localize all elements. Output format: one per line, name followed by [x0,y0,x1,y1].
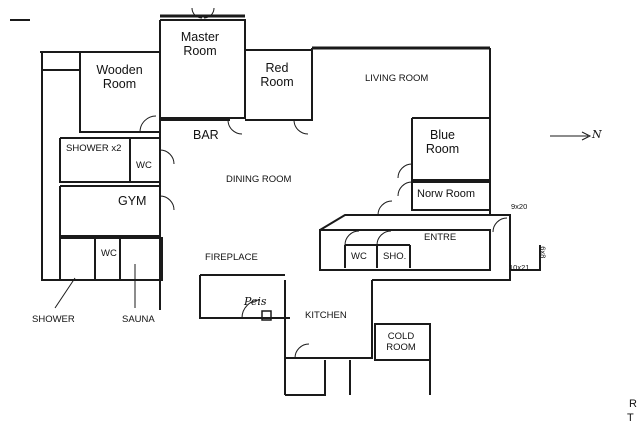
door-arc-9 [344,230,360,246]
wall-lower-block [59,237,163,281]
door-arc-8 [377,200,393,216]
wall-right-exterior [380,214,541,281]
shower-pointer [54,277,76,309]
label-entre: ENTRE [424,232,457,243]
label-cold-room: COLD ROOM [386,331,416,353]
annotation-peis: Peis [244,295,267,308]
annotation-corner-r: R [629,398,637,410]
label-sauna: SAUNA [122,314,155,325]
annotation-corner-t: T [627,412,634,424]
label-master-room: Master Room [180,30,220,59]
label-wooden-room: Wooden Room [96,63,143,92]
label-norw-room: Norw Room [417,188,476,200]
door-arc-5 [159,195,175,211]
label-red-room: Red Room [260,61,294,90]
label-gym: GYM [118,194,147,208]
door-arc-12 [294,343,310,359]
label-sho: SHO. [383,251,407,262]
wall-shower-block [59,137,160,183]
door-arc-6 [397,163,413,179]
door-arc-7 [397,181,413,197]
wall-top-left-exterior [10,19,80,281]
wall-blue-room [411,117,490,181]
label-bar: BAR [193,128,219,142]
wall-gym [59,185,160,237]
annotation-dim-c: 6x8 [538,246,548,259]
wall-entre-diag [319,214,490,231]
pointer-lines [54,131,592,309]
wall-fireplace [199,274,290,319]
wall-kitchen-bottom [285,360,326,396]
door-arc-2 [227,119,243,135]
wall-master-room [159,19,246,119]
annotation-dim-a: 9x20 [511,202,528,211]
wall-entre [319,229,491,271]
label-wc-entre: WC [351,251,367,262]
annotation-dim-b: 10x21 [509,263,530,272]
label-kitchen: KITCHEN [305,310,347,321]
label-wc-upper: WC [136,160,152,171]
label-living-room: LIVING ROOM [365,73,429,84]
fireplace-stove [261,310,272,321]
door-arc-10 [376,230,392,246]
wall-norw-room [411,181,491,211]
label-wc-lower: WC [101,248,117,259]
doors [139,7,508,359]
label-shower-x2: SHOWER x2 [66,143,122,154]
label-shower: SHOWER [32,314,75,325]
door-arc-3 [293,119,309,135]
door-arc-14 [191,7,215,19]
north-arrow [550,131,592,141]
label-fireplace: FIREPLACE [205,252,258,263]
door-arc-4 [159,149,175,165]
label-dining-room: DINING ROOM [226,174,292,185]
door-arc-11 [492,217,508,233]
door-arc-1 [139,115,157,133]
door-arc-13 [241,299,261,319]
annotation-north: N [592,128,602,141]
label-blue-room: Blue Room [425,128,460,157]
wall-lower-exterior [349,360,431,395]
